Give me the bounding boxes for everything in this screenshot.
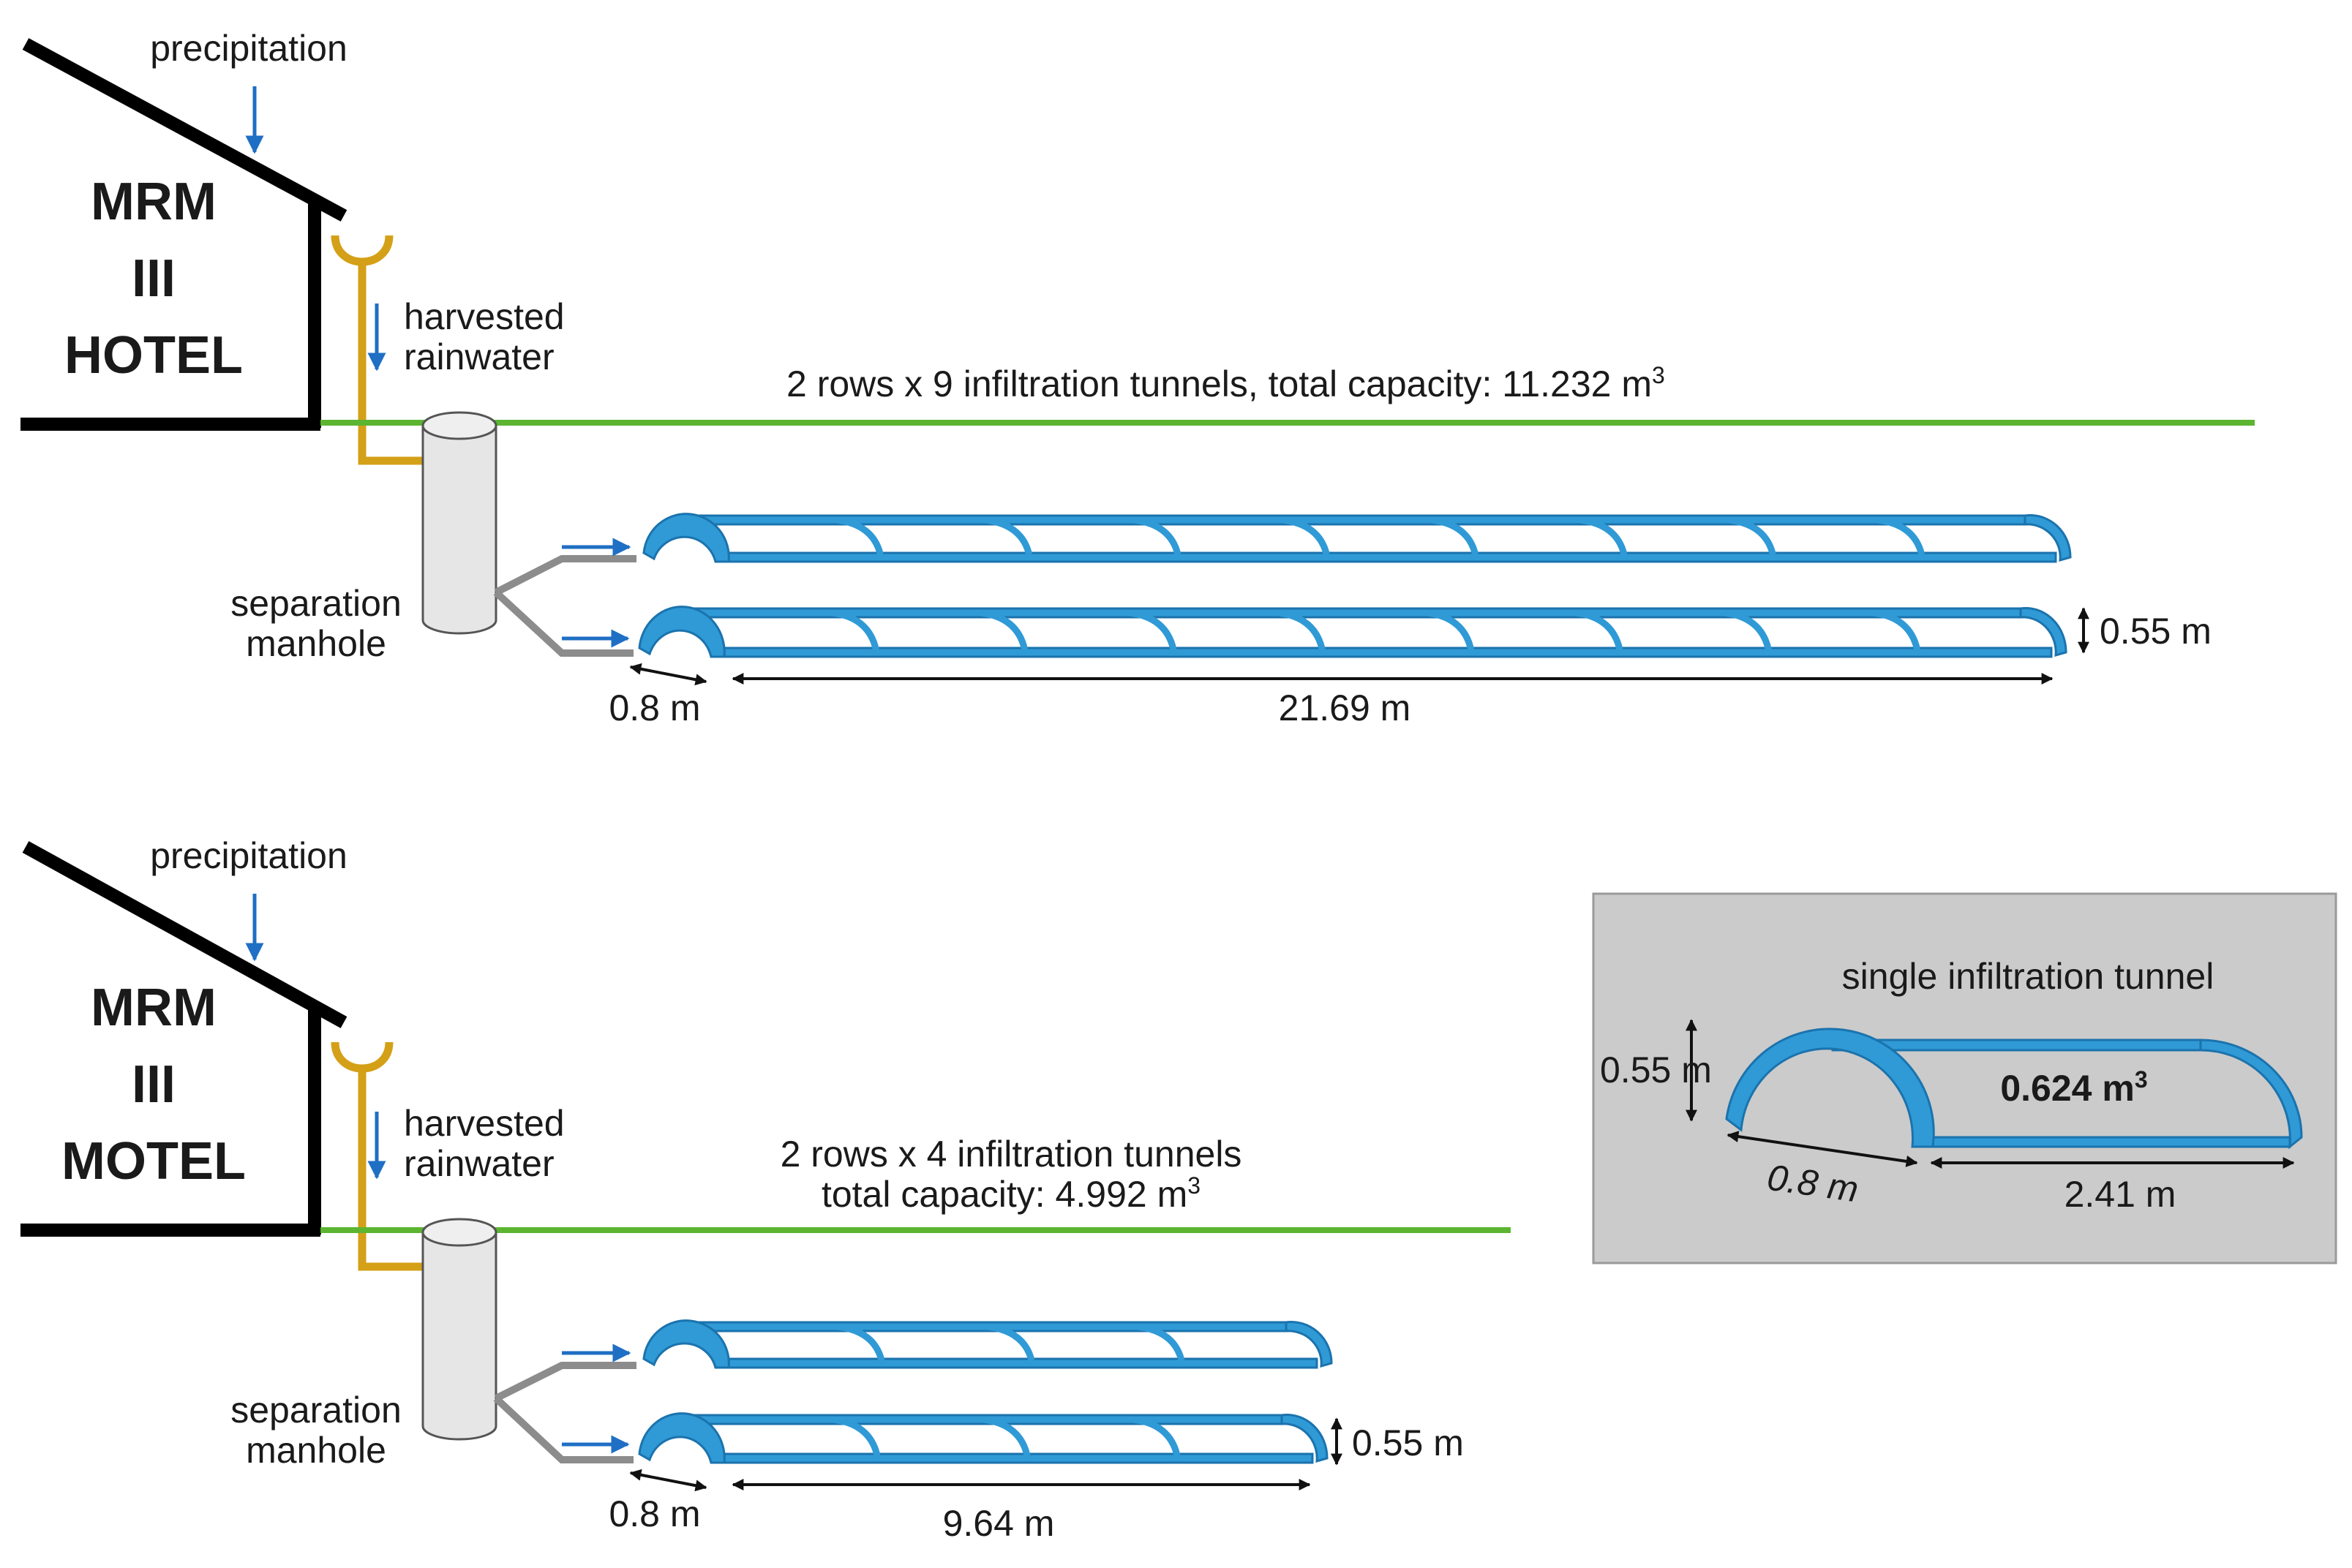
motel-row-2-divider-2: [982, 1416, 1031, 1457]
hotel-row-2-divider-3: [1129, 609, 1177, 651]
hotel-width-dim-label: 0.8 m: [609, 687, 700, 728]
motel-manhole-label-1: separation: [230, 1390, 402, 1431]
hotel-name-line-1: MRM: [91, 173, 217, 231]
hotel-tunnel-row-1: [642, 513, 2072, 563]
motel-row-1-back-arch: [1285, 1321, 1333, 1368]
hotel-section: MRM III HOTEL precipitation harvested ra…: [20, 28, 2255, 728]
inset-tunnel-back-arch: [2199, 1039, 2303, 1150]
inset-volume-label: 0.624 m3: [2000, 1066, 2147, 1109]
hotel-length-dim-label: 21.69 m: [1279, 687, 1411, 728]
inset-panel: [1592, 892, 2337, 1264]
hotel-row-1-divider-4: [1282, 516, 1330, 556]
hotel-row-2-front-arch: [638, 606, 726, 658]
hotel-row-1-divider-3: [1133, 516, 1181, 556]
hotel-row-2-divider-6: [1575, 609, 1623, 651]
motel-width-dim-arrow: [629, 1469, 707, 1492]
hotel-manhole-label-1: separation: [230, 583, 402, 624]
hotel-capacity-label: 2 rows x 9 infiltration tunnels, total c…: [786, 362, 1665, 404]
inset-title: single infiltration tunnel: [1842, 956, 2214, 997]
motel-row-1-divider-2: [987, 1323, 1035, 1362]
hotel-manhole-label-2: manhole: [246, 623, 386, 664]
hotel-height-dim-label: 0.55 m: [2100, 611, 2212, 652]
hotel-name-line-2: III: [132, 249, 176, 308]
motel-row-2-front-arch: [638, 1412, 726, 1464]
motel-row-2-back-arch: [1280, 1414, 1329, 1463]
motel-capacity-line-2: total capacity: 4.992 m3: [822, 1172, 1201, 1215]
motel-row-1-front-arch: [642, 1319, 730, 1369]
motel-section: MRM III MOTEL precipitation harvested ra…: [20, 835, 1511, 1544]
motel-row-2-divider-1: [833, 1416, 881, 1457]
motel-capacity-line-1: 2 rows x 4 infiltration tunnels: [781, 1134, 1242, 1175]
hotel-building: MRM III HOTEL: [20, 38, 347, 431]
hotel-row-2-divider-2: [980, 609, 1029, 651]
hotel-separation-manhole: [421, 411, 497, 635]
motel-length-dim-label: 9.64 m: [943, 1503, 1055, 1544]
motel-tunnel-row-2: [638, 1412, 1329, 1464]
motel-row-2-bottom-rail: [718, 1452, 1314, 1464]
hotel-width-dim-arrow: [629, 663, 707, 686]
hotel-tunnel-row-2: [638, 606, 2067, 658]
hotel-precipitation-label: precipitation: [150, 28, 347, 69]
single-tunnel-inset: single infiltration tunnel 0.624 m3 0.55…: [1592, 892, 2337, 1264]
hotel-row-2-divider-7: [1724, 609, 1772, 651]
hotel-distribution-pipes: [493, 555, 636, 657]
hotel-harvested-label-2: rainwater: [404, 336, 555, 377]
hotel-row-2-divider-4: [1277, 609, 1326, 651]
hotel-row-1-back-arch: [2024, 514, 2072, 562]
motel-gutter-downpipe: [331, 1041, 428, 1271]
motel-height-dim-label: 0.55 m: [1352, 1422, 1464, 1463]
motel-harvested-label-2: rainwater: [404, 1143, 555, 1184]
motel-name-line-2: III: [132, 1055, 176, 1114]
motel-harvested-label-1: harvested: [404, 1103, 565, 1144]
motel-row-1-divider-3: [1137, 1323, 1185, 1362]
motel-name-line-1: MRM: [91, 979, 217, 1037]
hotel-row-1-divider-1: [835, 516, 884, 556]
hotel-harvested-label-1: harvested: [404, 296, 565, 337]
hotel-row-1-divider-5: [1431, 516, 1479, 556]
hotel-roof: [22, 38, 347, 222]
hotel-row-2-top-rail: [682, 607, 2024, 619]
inset-tunnel: [1725, 1028, 2303, 1150]
hotel-row-2-divider-1: [831, 609, 879, 651]
hotel-row-2-divider-8: [1873, 609, 1921, 651]
hotel-name-line-3: HOTEL: [64, 326, 243, 385]
motel-separation-manhole: [421, 1218, 497, 1441]
motel-building: MRM III MOTEL: [20, 841, 347, 1237]
motel-row-1-divider-1: [837, 1323, 885, 1362]
inset-tunnel-bottom: [1921, 1136, 2291, 1148]
motel-row-1-bottom-rail: [723, 1357, 1318, 1369]
hotel-row-1-divider-2: [985, 516, 1033, 556]
inset-length-dim-label: 2.41 m: [2064, 1174, 2176, 1215]
motel-tunnel-row-1: [642, 1319, 1333, 1369]
hotel-row-2-divider-5: [1427, 609, 1475, 651]
motel-name-line-3: MOTEL: [61, 1132, 246, 1191]
motel-manhole-label-2: manhole: [246, 1430, 386, 1471]
hotel-row-1-divider-8: [1877, 516, 1925, 556]
motel-width-dim-label: 0.8 m: [609, 1493, 700, 1534]
inset-width-dim-arrow: [1727, 1131, 1918, 1167]
inset-height-dim-label: 0.55 m: [1600, 1049, 1712, 1090]
hotel-row-2-bottom-rail: [718, 647, 2053, 658]
motel-precipitation-label: precipitation: [150, 835, 347, 876]
hotel-row-1-divider-7: [1728, 516, 1776, 556]
hotel-row-2-back-arch: [2019, 607, 2067, 657]
inset-tunnel-front-arch: [1725, 1028, 1935, 1148]
hotel-row-1-bottom-rail: [723, 551, 2057, 563]
motel-roof: [22, 841, 347, 1028]
motel-distribution-pipes: [493, 1362, 636, 1463]
hotel-gutter-downpipe: [331, 235, 428, 465]
hotel-row-1-front-arch: [642, 513, 730, 563]
hotel-row-1-top-rail: [686, 514, 2028, 526]
motel-row-2-divider-3: [1132, 1416, 1181, 1457]
hotel-row-1-divider-6: [1579, 516, 1628, 556]
